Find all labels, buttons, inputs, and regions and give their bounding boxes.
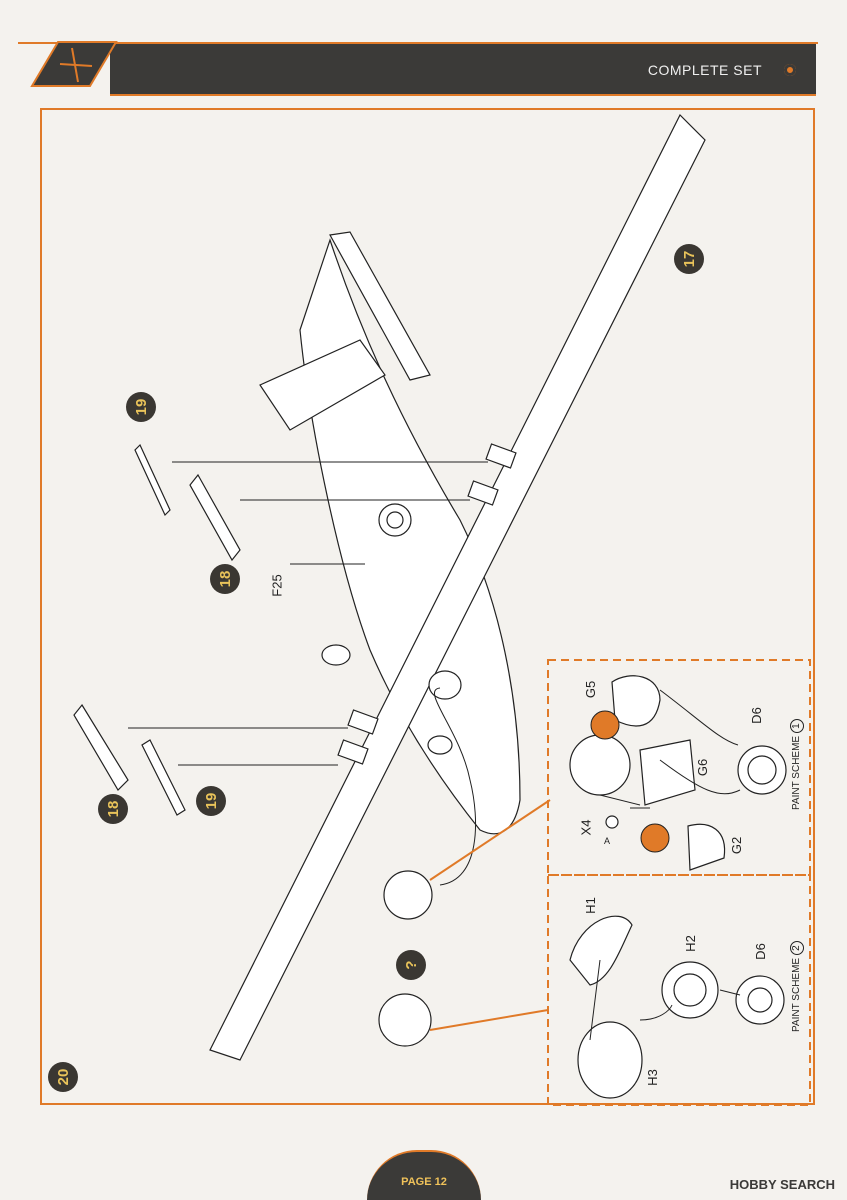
part-label-f25: F25 <box>269 574 285 597</box>
part-label-h2: H2 <box>682 935 698 952</box>
step-19-badge: 19 <box>196 786 226 816</box>
clear-prop-logo <box>30 41 118 87</box>
part-label-d6: D6 <box>752 943 768 960</box>
part-label-d6: D6 <box>748 707 764 724</box>
page-title: COMPLETE SET <box>647 62 762 78</box>
part-label-g5: G5 <box>583 680 599 699</box>
step-18-badge: 18 <box>210 564 240 594</box>
step-20-badge: 20 <box>48 1062 78 1092</box>
header-stripe <box>18 42 818 44</box>
part-label-x4-sub: A <box>604 836 611 846</box>
part-label-x4: X4 <box>578 819 594 836</box>
paint-scheme-2-label: PAINT SCHEME 2 <box>790 941 804 1032</box>
header-bar: COMPLETE SET <box>110 44 816 96</box>
step-18-badge: 18 <box>98 794 128 824</box>
part-label-g2: G2 <box>729 836 745 855</box>
step-question-badge: ? <box>396 950 426 980</box>
step-17-badge: 17 <box>674 244 704 274</box>
page-number: PAGE 12 <box>401 1176 447 1188</box>
header-dot-icon <box>784 64 796 76</box>
part-label-g6: G6 <box>695 758 711 777</box>
step-19-badge: 19 <box>126 392 156 422</box>
instruction-frame <box>40 108 815 1105</box>
part-label-h3: H3 <box>644 1069 660 1086</box>
paint-scheme-1-label: PAINT SCHEME 1 <box>790 719 804 810</box>
part-label-h1: H1 <box>582 897 598 914</box>
watermark: HOBBY SEARCH <box>729 1177 835 1192</box>
